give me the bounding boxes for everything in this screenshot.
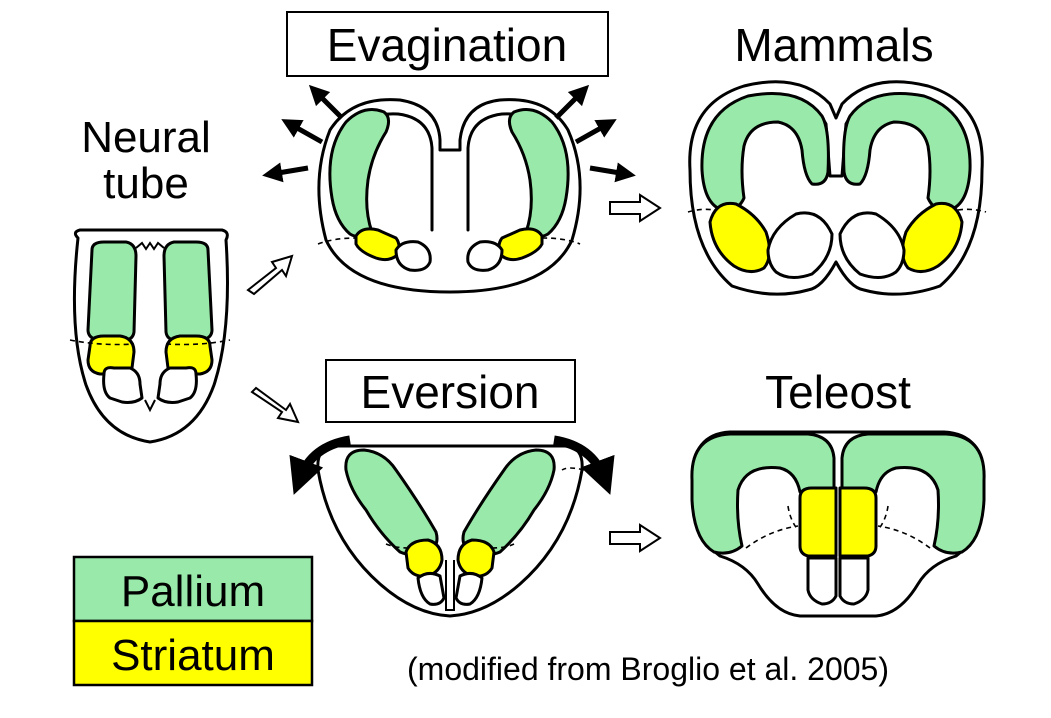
- evagination-pallium-right: [507, 108, 570, 239]
- teleost-label: Teleost: [765, 366, 911, 418]
- source-credit: (modified from Broglio et al. 2005): [407, 651, 889, 687]
- neural-tube-label-line2: tube: [103, 159, 189, 208]
- teleost-diagram: [690, 430, 986, 618]
- eversion-striatum-right: [456, 538, 496, 578]
- arrow-to-teleost: [609, 523, 662, 553]
- mammals-pallium-right: [842, 92, 972, 212]
- evagination-outward-arrows: [262, 84, 636, 183]
- neural-tube-pallium-left: [86, 240, 138, 342]
- teleost-pallium-left: [690, 432, 836, 555]
- neural-tube-label-line1: Neural: [81, 113, 211, 162]
- legend-pallium-swatch: [72, 555, 314, 623]
- legend-striatum-swatch: [72, 619, 314, 687]
- eversion-curved-arrows: [289, 435, 615, 495]
- neural-tube-pallium-right: [162, 240, 214, 342]
- legend: Pallium Striatum: [72, 555, 314, 687]
- arrow-to-eversion: [250, 386, 300, 424]
- arrow-to-evagination: [246, 254, 294, 296]
- neural-tube-diagram: [69, 228, 231, 444]
- evagination-diagram: [317, 98, 582, 294]
- eversion-label: Eversion: [361, 366, 540, 418]
- mammals-pallium-left: [700, 92, 830, 212]
- legend-pallium-label: Pallium: [121, 567, 265, 616]
- eversion-label-box: [325, 359, 576, 423]
- eversion-striatum-left: [404, 538, 444, 578]
- arrow-to-mammals: [609, 193, 662, 223]
- legend-striatum-label: Striatum: [111, 631, 275, 680]
- evagination-label-box: [286, 11, 609, 77]
- eversion-diagram: [316, 444, 585, 618]
- mammals-label: Mammals: [734, 19, 933, 71]
- teleost-pallium-right: [840, 432, 986, 555]
- teleost-striatum-right: [838, 486, 878, 558]
- teleost-striatum-left: [798, 486, 838, 558]
- evagination-label: Evagination: [327, 19, 567, 71]
- evagination-pallium-left: [328, 108, 391, 239]
- mammals-diagram: [687, 80, 987, 296]
